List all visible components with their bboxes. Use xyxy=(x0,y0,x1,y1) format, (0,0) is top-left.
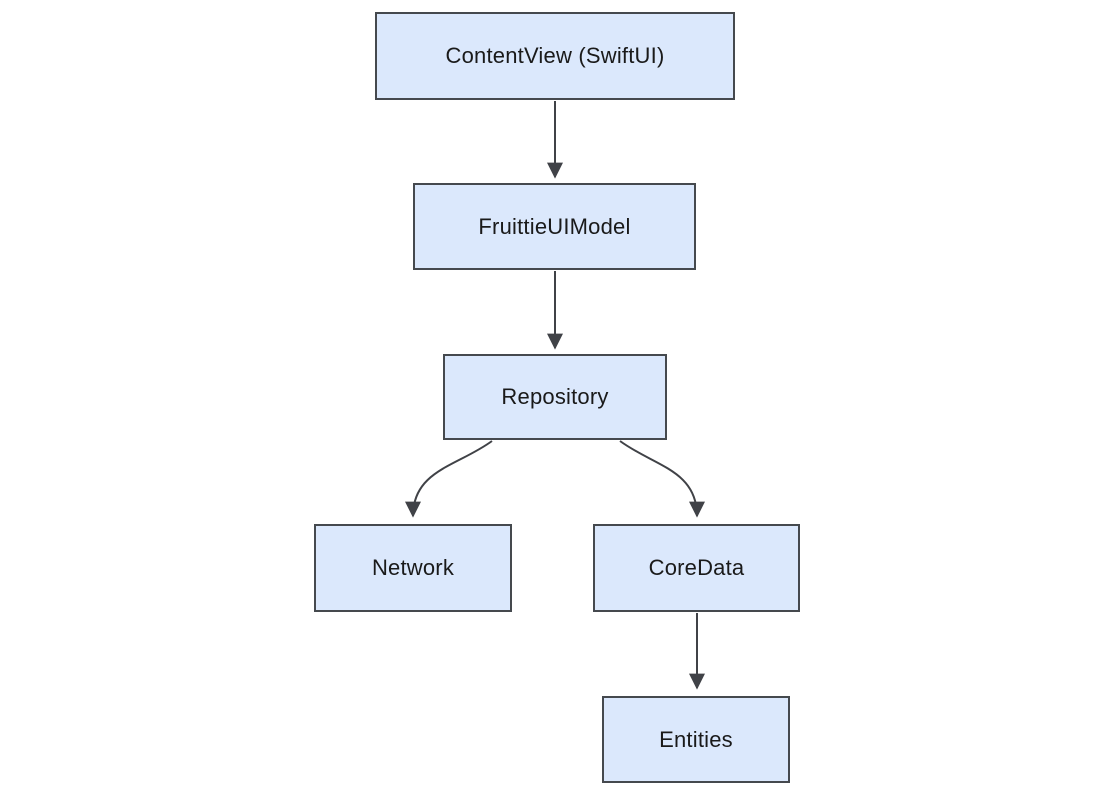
node-entities-label: Entities xyxy=(659,726,733,752)
node-coredata: CoreData xyxy=(593,524,800,612)
node-fruittieuimodel: FruittieUIModel xyxy=(413,183,696,270)
node-coredata-label: CoreData xyxy=(648,555,745,580)
edge-repository-to-coredata xyxy=(619,440,705,518)
node-entities: Entities xyxy=(602,696,790,783)
node-fruittieuimodel-label: FruittieUIModel xyxy=(478,213,631,239)
edge-repository-to-network xyxy=(405,440,493,518)
node-contentview: ContentView (SwiftUI) xyxy=(375,12,735,100)
node-network: Network xyxy=(314,524,512,612)
node-repository: Repository xyxy=(443,354,667,440)
node-contentview-label: ContentView (SwiftUI) xyxy=(445,43,665,68)
node-network-label: Network xyxy=(371,555,455,580)
node-repository-label: Repository xyxy=(501,384,609,409)
